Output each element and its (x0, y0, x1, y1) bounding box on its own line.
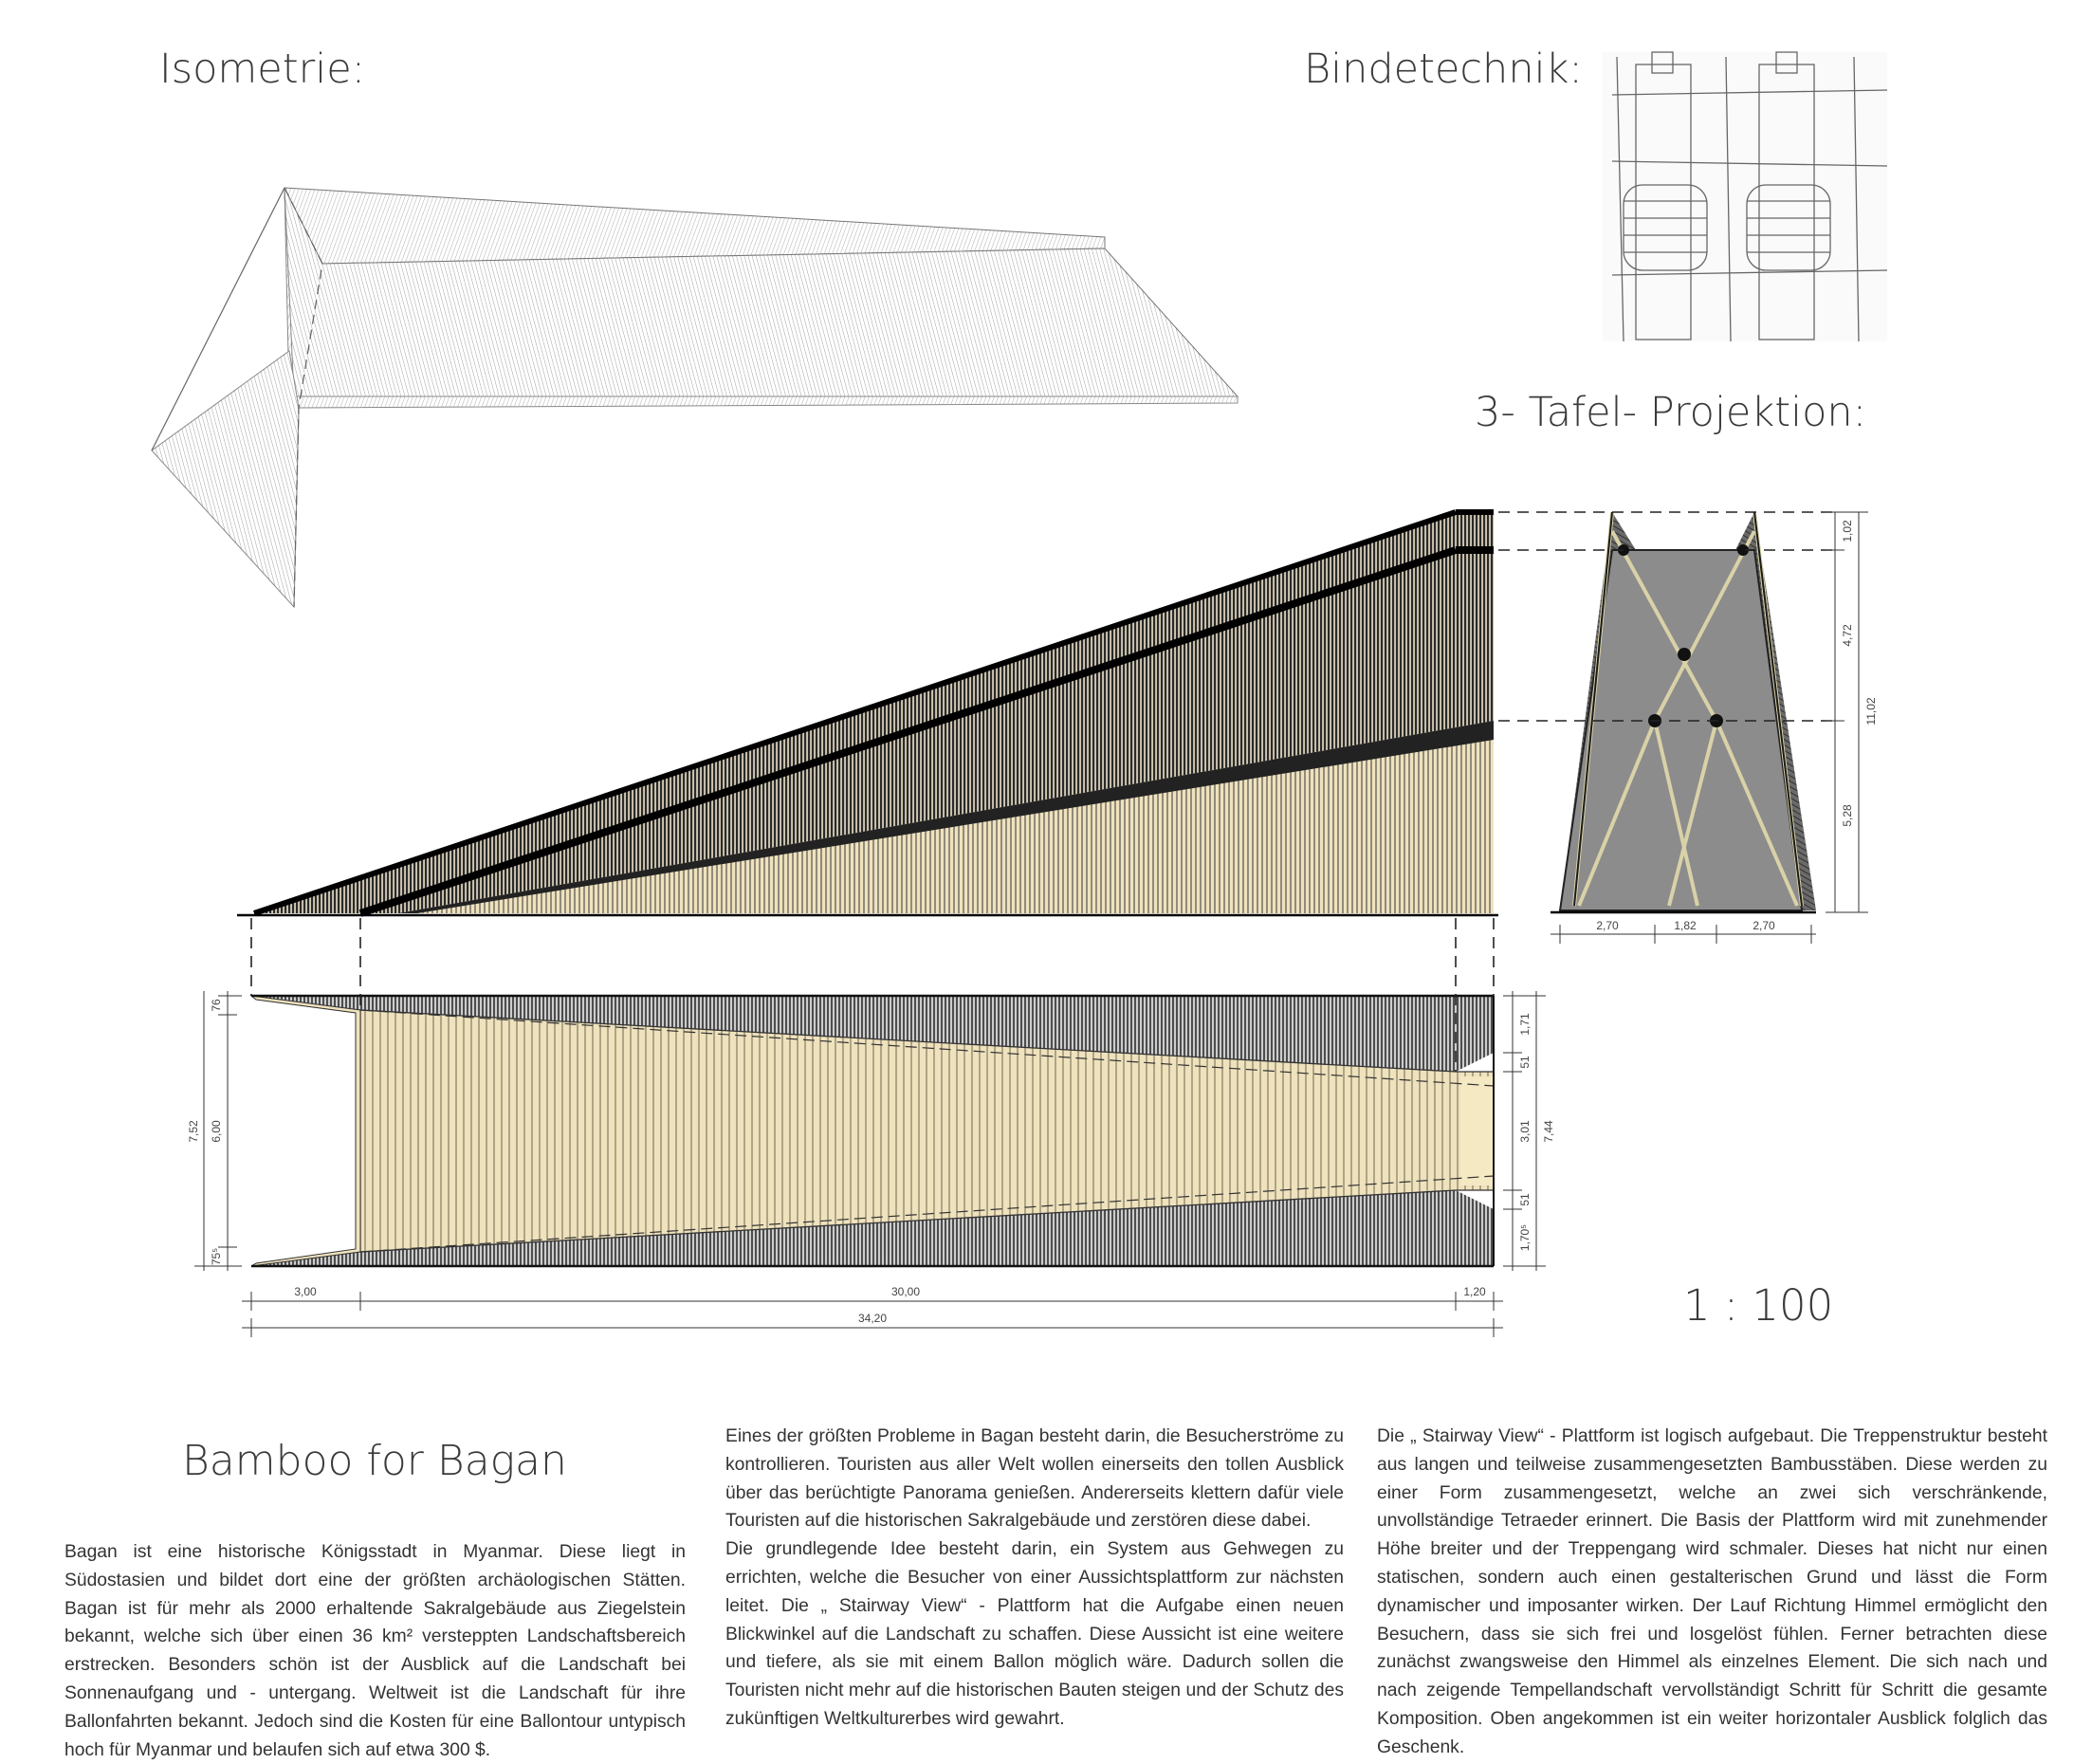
scale-label: 1 : 100 (1683, 1280, 1834, 1331)
text-column-2: Eines der größten Probleme in Bagan best… (725, 1423, 1344, 1734)
front-elevation (1551, 511, 1816, 914)
dim-front-h2: 4,72 (1841, 624, 1854, 647)
isometric-view (151, 187, 1239, 609)
isometry-heading: Isometrie: (159, 46, 366, 93)
dim-plan-bottom-1: 3,00 (294, 1285, 317, 1298)
dim-plan-total: 34,20 (858, 1312, 887, 1325)
text-column-3: Die „ Stairway View“ - Plattform ist log… (1377, 1423, 2047, 1762)
dim-plan-right-2: 51 (1518, 1056, 1532, 1069)
paragraph: Die „ Stairway View“ - Plattform ist log… (1377, 1426, 2047, 1757)
dim-plan-left-2: 6,00 (210, 1120, 223, 1143)
dimension-labels: 1,02 4,72 5,28 11,02 2,70 1,82 2,70 76 6… (187, 520, 1878, 1325)
plan-view (249, 994, 1495, 1268)
dim-front-h3: 5,28 (1841, 804, 1854, 827)
dim-plan-bottom-3: 1,20 (1463, 1285, 1486, 1298)
dim-plan-bottom-2: 30,00 (891, 1285, 920, 1298)
projection-heading: 3- Tafel- Projektion: (1475, 389, 1867, 436)
dim-front-b1: 2,70 (1596, 919, 1619, 932)
binding-technique-heading: Bindetechnik: (1304, 46, 1583, 93)
dim-plan-left-total: 7,52 (187, 1120, 200, 1143)
dimension-lines (194, 511, 1868, 1337)
dim-plan-right-3: 3,01 (1518, 1120, 1532, 1143)
dim-plan-right-total: 7,44 (1542, 1120, 1555, 1143)
project-title: Bamboo for Bagan (182, 1437, 567, 1485)
dim-plan-right-4: 51 (1518, 1193, 1532, 1206)
text-column-1: Bagan ist eine historische Königsstadt i… (64, 1538, 686, 1764)
dim-front-h1: 1,02 (1841, 520, 1854, 542)
dim-plan-right-5: 1,70⁵ (1518, 1224, 1532, 1251)
dim-plan-right-1: 1,71 (1518, 1013, 1532, 1036)
side-elevation (237, 509, 1498, 917)
dim-plan-left-1: 76 (210, 999, 223, 1012)
dim-front-b3: 2,70 (1753, 919, 1775, 932)
binding-sketch (1603, 51, 1888, 342)
projection-lines (250, 511, 1835, 1072)
paragraph: Eines der größten Probleme in Bagan best… (725, 1426, 1344, 1532)
dim-front-total: 11,02 (1864, 697, 1878, 725)
paragraph: Bagan ist eine historische Königsstadt i… (64, 1542, 686, 1760)
dim-front-b2: 1,82 (1674, 919, 1697, 932)
dim-plan-left-3: 75⁵ (210, 1248, 223, 1265)
paragraph: Die grundlegende Idee besteht darin, ein… (725, 1539, 1344, 1729)
